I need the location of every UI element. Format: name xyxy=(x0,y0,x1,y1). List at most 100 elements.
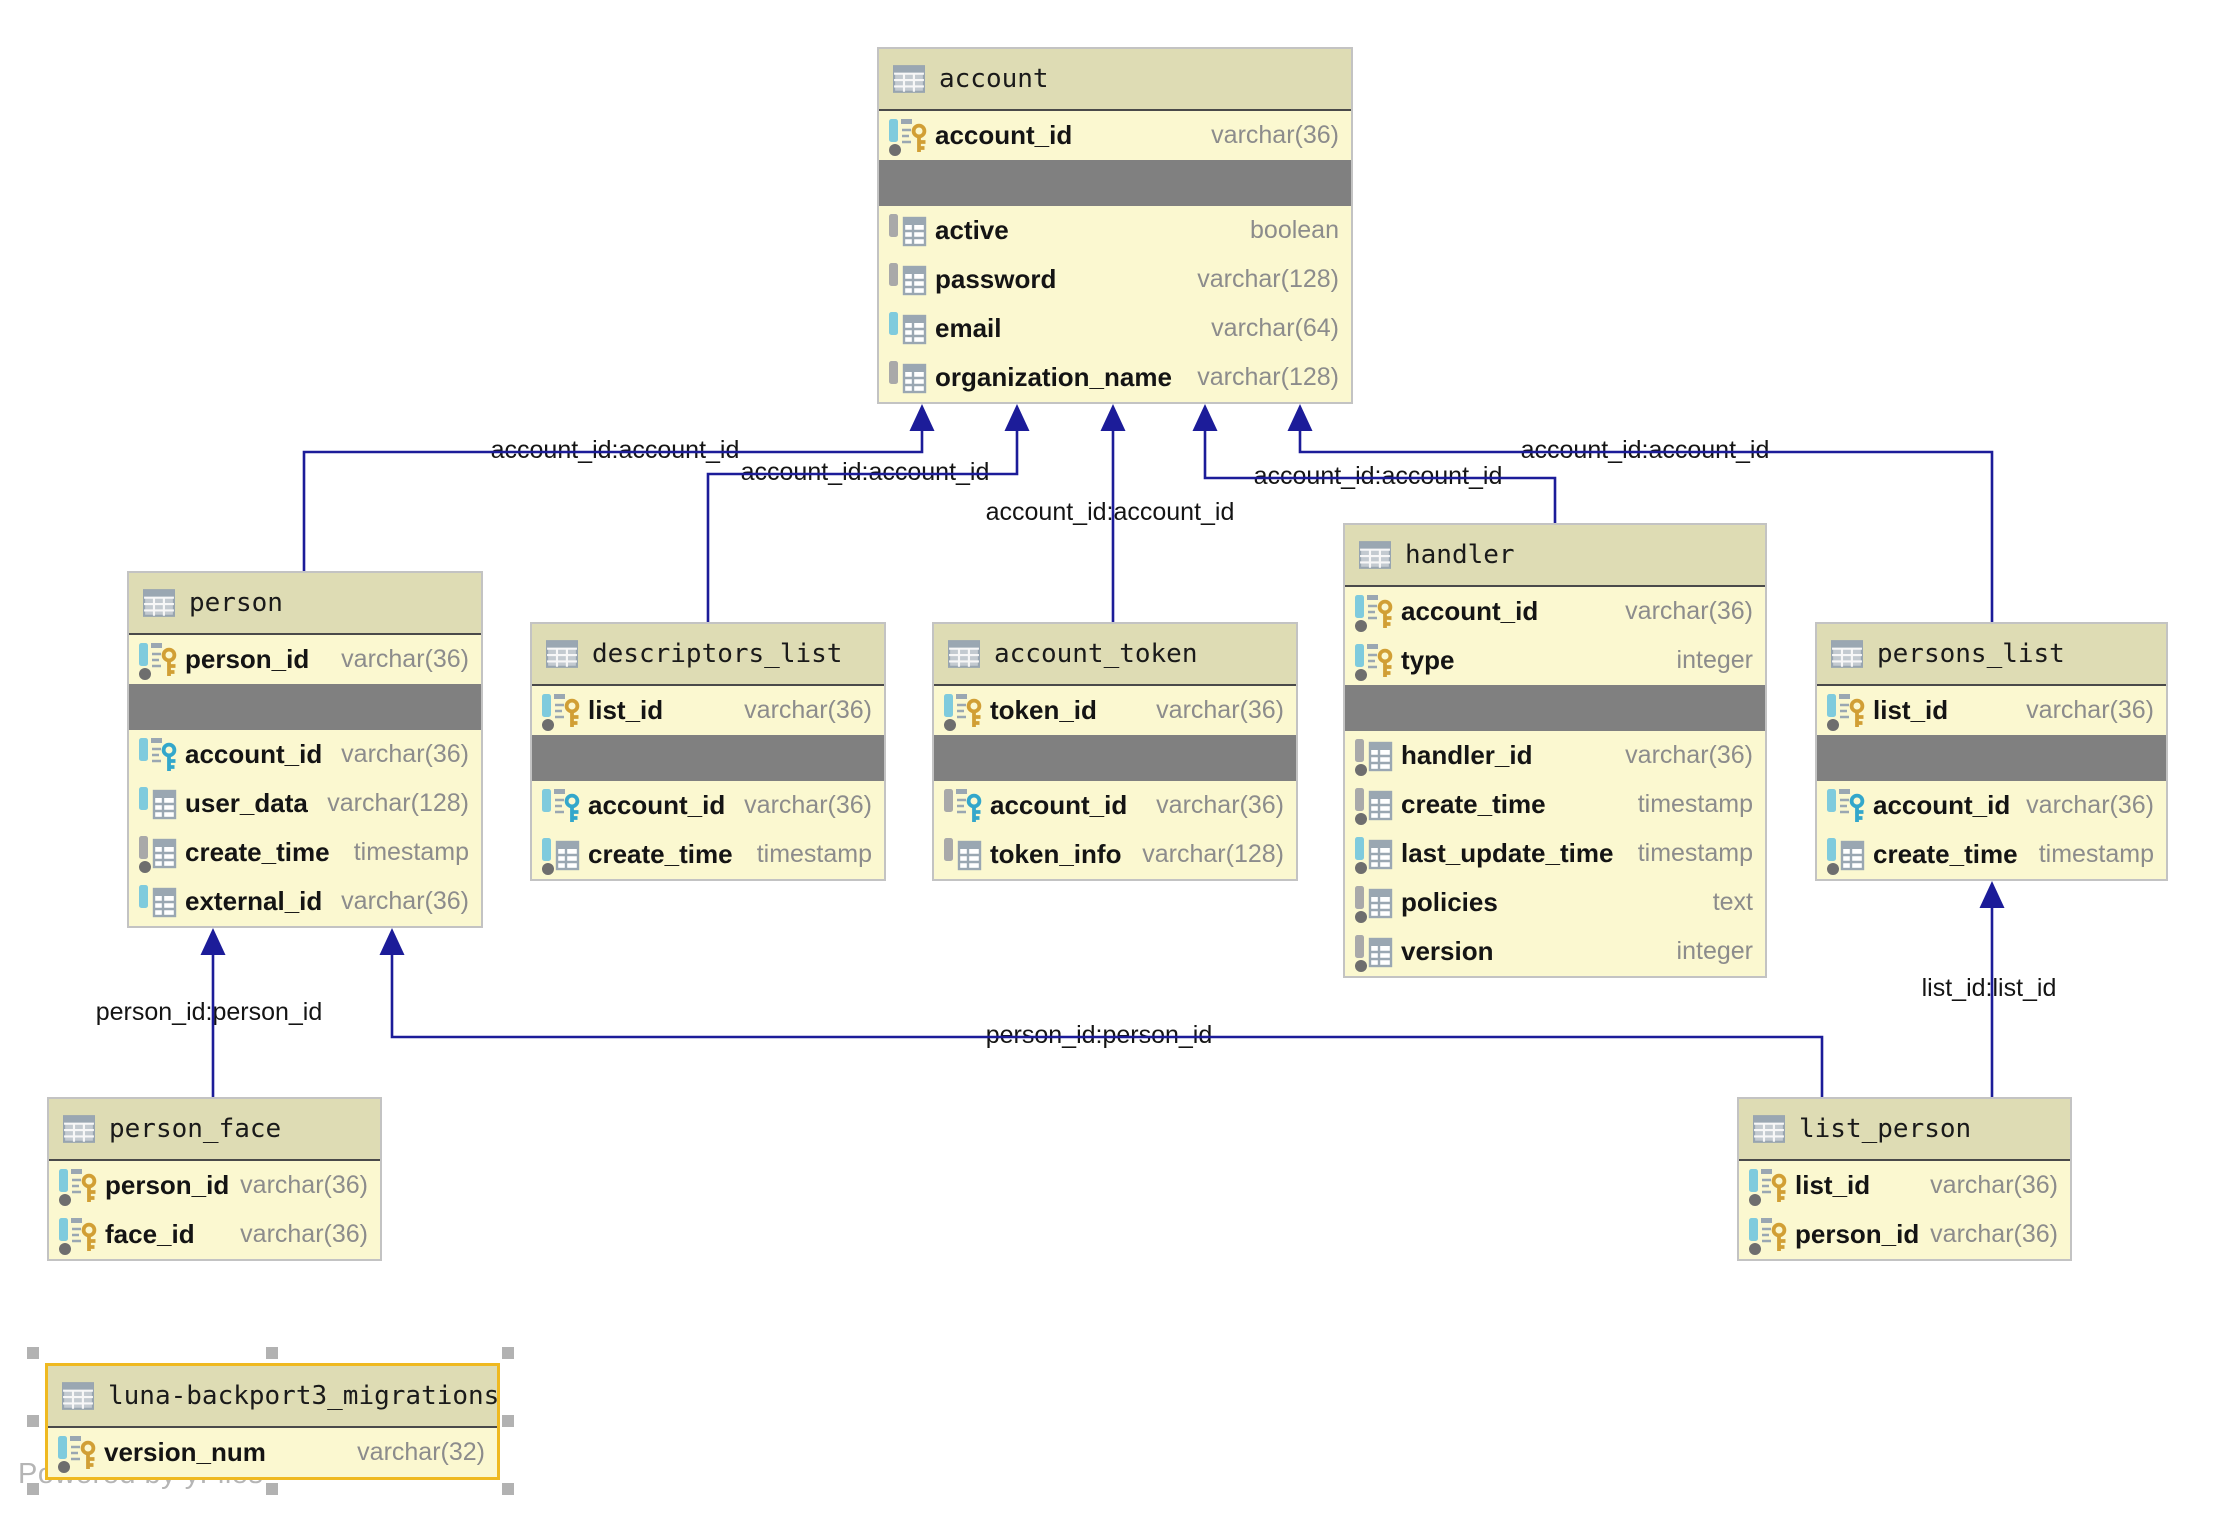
arrowhead-icon xyxy=(1192,404,1218,431)
selection-handle[interactable] xyxy=(27,1347,39,1359)
edge-label: list_id:list_id xyxy=(1921,974,2057,1003)
selection-handle[interactable] xyxy=(502,1483,514,1495)
column-icon xyxy=(889,357,929,399)
table-icon xyxy=(893,65,925,93)
table-header: list_person xyxy=(1739,1099,2070,1161)
field-name: list_id xyxy=(1795,1170,1871,1200)
field-row-last_update_time[interactable]: last_update_time timestamp xyxy=(1345,829,1765,878)
field-name: active xyxy=(935,215,1009,245)
relationship-edge[interactable] xyxy=(302,404,935,571)
field-name: last_update_time xyxy=(1401,838,1614,868)
arrowhead-icon xyxy=(1100,404,1126,431)
field-type: varchar(128) xyxy=(327,789,469,817)
selection-handle[interactable] xyxy=(27,1415,39,1427)
field-row-list_id[interactable]: list_id varchar(36) xyxy=(532,686,884,735)
field-name: handler_id xyxy=(1401,740,1533,770)
primary-key-icon xyxy=(889,115,929,157)
field-name: person_id xyxy=(185,644,310,674)
field-row-person_id[interactable]: person_id varchar(36) xyxy=(129,635,481,684)
key-body-separator xyxy=(879,160,1351,206)
edge-label: account_id:account_id xyxy=(985,498,1235,527)
key-body-separator xyxy=(934,735,1296,781)
selection-handle[interactable] xyxy=(502,1347,514,1359)
field-type: varchar(36) xyxy=(1211,121,1339,149)
field-name: email xyxy=(935,313,1002,343)
field-type: varchar(36) xyxy=(240,1220,368,1248)
field-name: type xyxy=(1401,645,1455,675)
field-name: organization_name xyxy=(935,362,1172,392)
table-header: descriptors_list xyxy=(532,624,884,686)
field-type: timestamp xyxy=(2038,840,2154,868)
field-type: varchar(36) xyxy=(240,1171,368,1199)
table-node-descriptors_list[interactable]: descriptors_list list_id varchar(36) accoun… xyxy=(530,622,886,881)
edge-label: person_id:person_id xyxy=(985,1021,1213,1050)
column-icon xyxy=(1355,833,1395,875)
selection-handle[interactable] xyxy=(266,1483,278,1495)
selection-handle[interactable] xyxy=(27,1483,39,1495)
field-name: list_id xyxy=(588,695,664,725)
table-name: account_token xyxy=(994,639,1198,669)
field-type: varchar(36) xyxy=(2026,696,2154,724)
field-type: varchar(36) xyxy=(341,645,469,673)
arrowhead-icon xyxy=(1979,881,2005,908)
selection-handle[interactable] xyxy=(502,1415,514,1427)
field-row-type[interactable]: type integer xyxy=(1345,636,1765,685)
column-icon xyxy=(889,308,929,350)
field-type: varchar(36) xyxy=(341,740,469,768)
edge-label: account_id:account_id xyxy=(1253,462,1503,491)
primary-key-icon xyxy=(542,690,582,732)
field-name: account_id xyxy=(990,790,1128,820)
field-name: password xyxy=(935,264,1057,294)
table-icon xyxy=(1831,640,1863,668)
column-icon xyxy=(542,834,582,876)
table-icon xyxy=(1753,1115,1785,1143)
field-type: integer xyxy=(1676,646,1753,674)
selection-handle[interactable] xyxy=(266,1347,278,1359)
column-icon xyxy=(1827,834,1867,876)
primary-key-icon xyxy=(1749,1165,1789,1207)
primary-key-icon xyxy=(59,1214,99,1256)
relationship-edge[interactable] xyxy=(706,404,1030,622)
field-type: timestamp xyxy=(1637,839,1753,867)
field-type: varchar(36) xyxy=(744,696,872,724)
field-type: text xyxy=(1712,888,1753,916)
field-type: timestamp xyxy=(353,838,469,866)
field-name: token_info xyxy=(990,839,1122,869)
